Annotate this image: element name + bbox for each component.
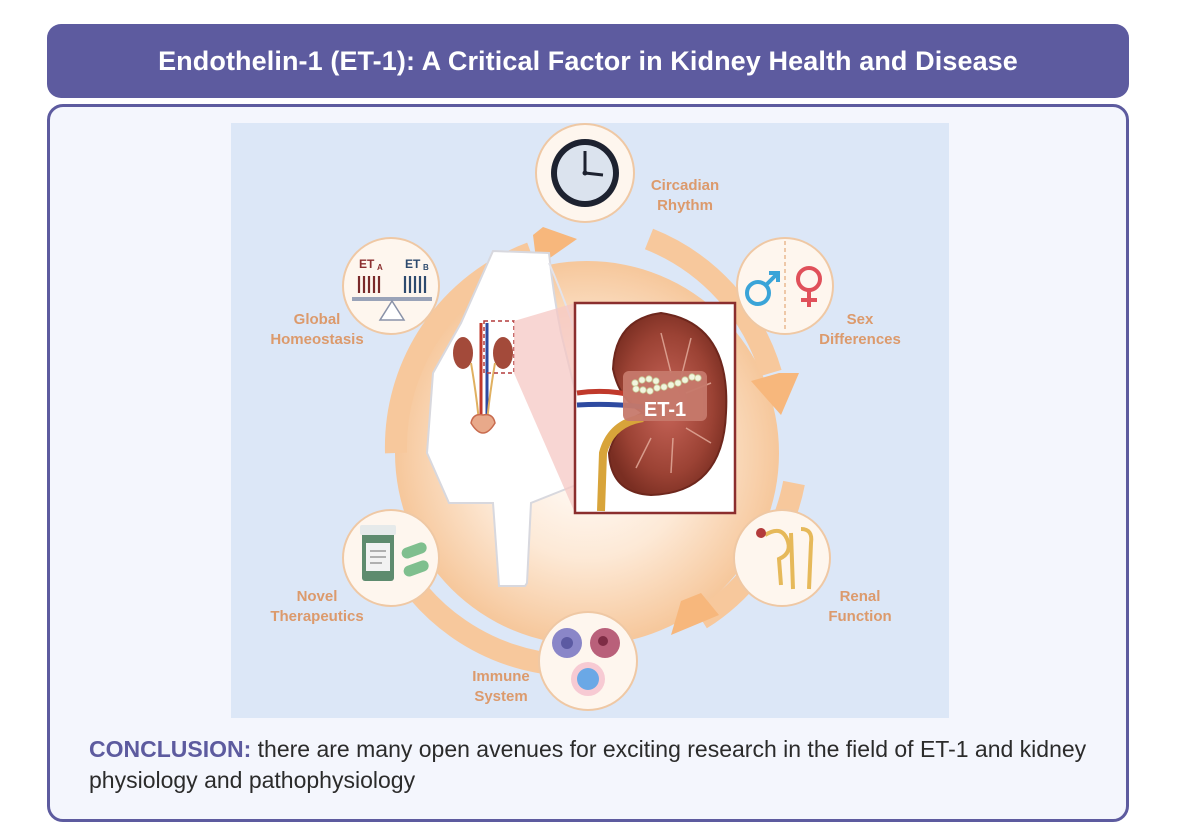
title-bar: Endothelin-1 (ET-1): A Critical Factor i… [47, 24, 1129, 98]
receptor-b-label: ET [405, 257, 421, 271]
nephron-icon [756, 527, 814, 590]
receptor-balance-icon: ET A ET B [352, 257, 432, 321]
kidney-detail: ET-1 [573, 301, 737, 515]
et1-label: ET-1 [644, 399, 686, 421]
label-homeostasis-1: Global [294, 311, 341, 328]
pill-bottle-icon [360, 525, 429, 581]
label-renal-2: Function [828, 608, 891, 625]
node-renal-function: Renal Function [733, 509, 892, 625]
node-circadian: Circadian Rhythm [535, 123, 719, 223]
zoom-wedge [514, 303, 575, 513]
conclusion-body: there are many open avenues for exciting… [89, 736, 1087, 793]
conclusion-text: CONCLUSION: there are many open avenues … [89, 734, 1099, 796]
urinary-system [453, 320, 515, 434]
diagram-svg: ET-1 Circadian Rhythm [270, 123, 901, 711]
label-renal-1: Renal [840, 588, 881, 605]
label-immune-1: Immune [472, 668, 530, 685]
node-novel-therapeutics: Novel Therapeutics [270, 509, 440, 625]
label-therapeutics-2: Therapeutics [270, 608, 363, 625]
label-circadian-1: Circadian [651, 177, 719, 194]
node-global-homeostasis: ET A ET B Global Homeostasis [270, 237, 440, 348]
peptide-chain [631, 373, 702, 395]
page-title: Endothelin-1 (ET-1): A Critical Factor i… [158, 45, 1018, 76]
immune-cells-icon [552, 628, 620, 696]
node-sex-differences: Sex Differences [736, 237, 901, 348]
receptor-a-label: ET [359, 257, 375, 271]
receptor-b-sub: B [423, 263, 429, 272]
label-circadian-2: Rhythm [657, 197, 713, 214]
label-sex-1: Sex [847, 311, 874, 328]
et1-highlight [623, 371, 707, 421]
label-sex-2: Differences [819, 331, 901, 348]
conclusion-lead: CONCLUSION: [89, 736, 252, 762]
label-homeostasis-2: Homeostasis [270, 331, 363, 348]
node-immune-system: Immune System [472, 611, 638, 711]
label-immune-2: System [474, 688, 527, 705]
male-female-icon [745, 241, 822, 331]
clock-icon [551, 139, 619, 207]
graphical-abstract: ET-1 Circadian Rhythm [231, 123, 949, 718]
label-therapeutics-1: Novel [297, 588, 338, 605]
receptor-a-sub: A [377, 263, 383, 272]
